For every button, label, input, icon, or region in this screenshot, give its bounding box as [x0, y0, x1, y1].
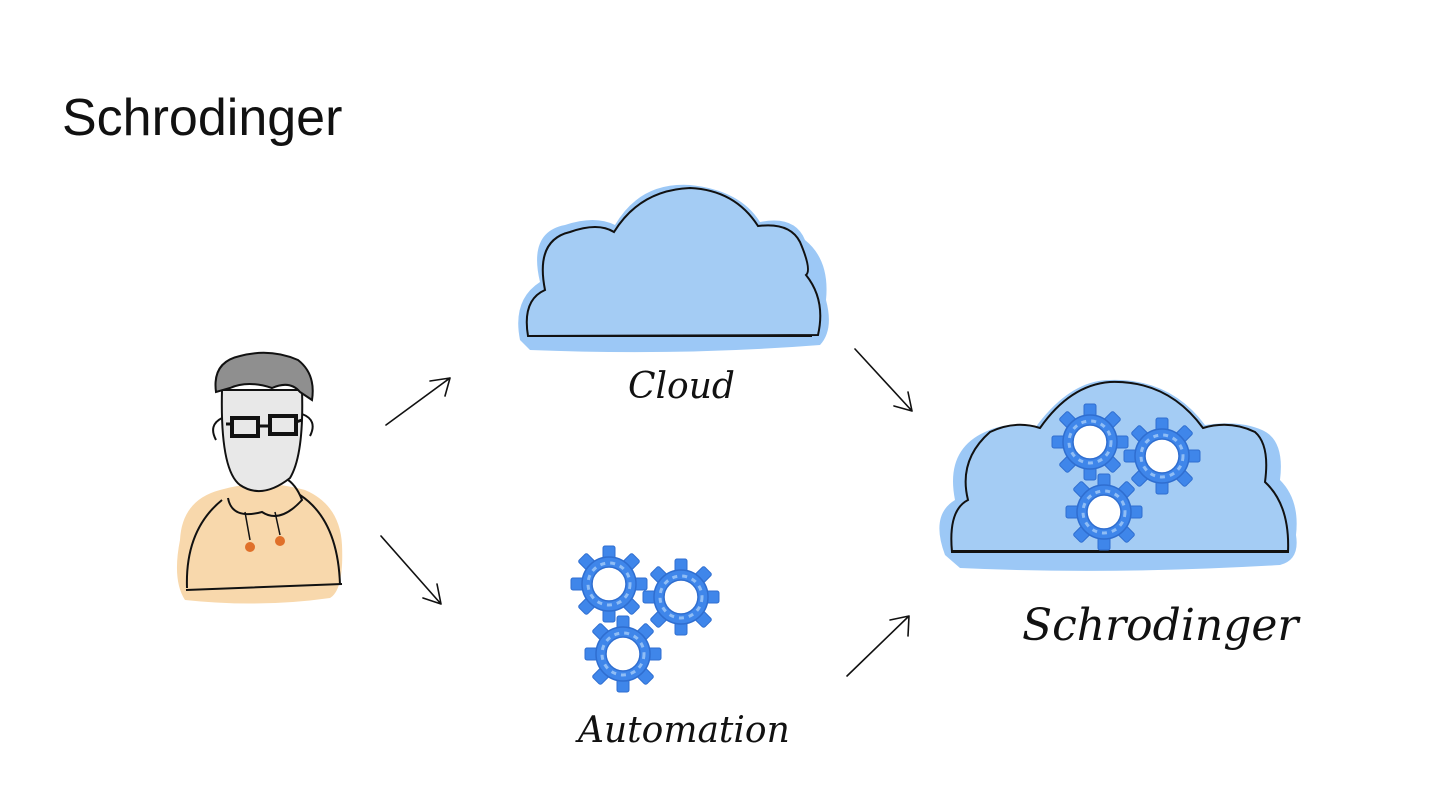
schrodinger-label: Schrodinger: [1022, 600, 1301, 651]
cloud-label: Cloud: [628, 366, 735, 407]
automation-label: Automation: [575, 710, 790, 751]
cloud-icon: [518, 185, 829, 352]
arrow-person-to-automation: [381, 536, 441, 604]
person-icon: [177, 353, 342, 604]
arrow-automation-to-schrodinger: [847, 616, 909, 676]
schrodinger-cloud-icon: [939, 380, 1296, 571]
arrow-person-to-cloud: [386, 378, 450, 425]
gears-icon: [571, 546, 719, 692]
arrow-cloud-to-schrodinger: [855, 349, 912, 411]
